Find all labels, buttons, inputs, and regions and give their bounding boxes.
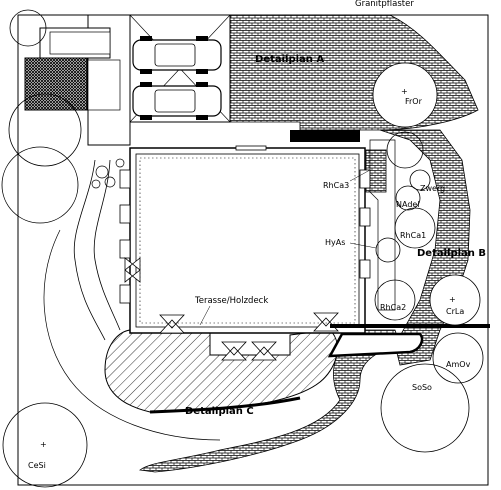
door-marker — [251, 341, 277, 361]
label-soso: SoSo — [412, 383, 432, 392]
leader-line — [199, 305, 211, 326]
shrub-rhca3 — [386, 131, 424, 169]
door-marker — [235, 145, 267, 151]
shrub — [91, 179, 101, 189]
label-zwerg: Zwerg — [420, 184, 445, 193]
label-rhca2: RhCa2 — [380, 303, 406, 312]
svg-text:+: + — [401, 87, 408, 96]
shrub-rhca2 — [374, 279, 416, 321]
shrub-hyas — [375, 237, 401, 263]
shrub-nadel — [395, 185, 421, 211]
label-hyas: HyAs — [325, 238, 345, 247]
label-rhca3: RhCa3 — [323, 181, 349, 190]
detail-b-edge — [327, 332, 424, 358]
garden-path — [93, 159, 121, 331]
compost-area — [24, 57, 88, 111]
bottom-path-paving — [139, 329, 401, 473]
label-terrace: Terasse/Holzdeck — [194, 296, 268, 306]
window — [359, 259, 371, 279]
entrance-step — [290, 130, 360, 142]
shrub-rhca1 — [394, 207, 436, 249]
shrub — [115, 158, 125, 168]
car-top — [132, 36, 222, 74]
tree-canopy — [8, 93, 82, 167]
label-nadel: NAdel — [396, 200, 420, 209]
label-crla: CrLa — [446, 307, 464, 316]
shrub — [95, 165, 109, 179]
garden-path — [73, 159, 106, 341]
label-fror: FrOr — [405, 97, 423, 106]
label-amov: AmOv — [446, 360, 471, 369]
detail-c-edge — [149, 396, 301, 414]
window — [119, 284, 131, 304]
leader-line — [349, 242, 377, 249]
label-detailplan-b: Detailplan B — [417, 248, 486, 259]
terrace-wood-deck — [104, 329, 338, 413]
door-marker — [159, 314, 185, 334]
tree-amov — [432, 332, 484, 384]
lawn-edge — [43, 229, 221, 441]
box-structure-inner — [49, 31, 111, 55]
window — [119, 204, 131, 224]
door-marker — [221, 341, 247, 361]
window — [119, 239, 131, 259]
tree-canopy — [1, 146, 79, 224]
box-structure-side — [87, 59, 121, 111]
house-inner-wall — [135, 153, 360, 328]
house-footprint — [129, 147, 366, 334]
shrub — [104, 176, 116, 188]
tree-cesi — [2, 402, 88, 488]
leader-line — [349, 169, 371, 182]
label-detailplan-a: Detailplan A — [255, 54, 324, 65]
window — [119, 169, 131, 189]
label-granitpflaster: Granitpflaster — [355, 0, 414, 9]
tree-canopy — [9, 9, 47, 47]
tree-fror — [372, 62, 438, 128]
tree-crla — [429, 274, 481, 326]
tree-soso — [380, 363, 470, 453]
label-cesi: CeSi — [28, 461, 46, 470]
label-rhca1: RhCa1 — [400, 231, 426, 240]
shrub-zwerg — [409, 169, 431, 191]
driveway-paving — [229, 14, 479, 131]
svg-text:+: + — [40, 440, 47, 449]
window — [359, 207, 371, 227]
svg-text:+: + — [449, 295, 456, 304]
terrace-boundary — [139, 157, 356, 324]
door-marker — [124, 257, 141, 283]
car-bottom — [132, 82, 222, 120]
label-detailplan-c: Detailplan C — [185, 406, 254, 417]
